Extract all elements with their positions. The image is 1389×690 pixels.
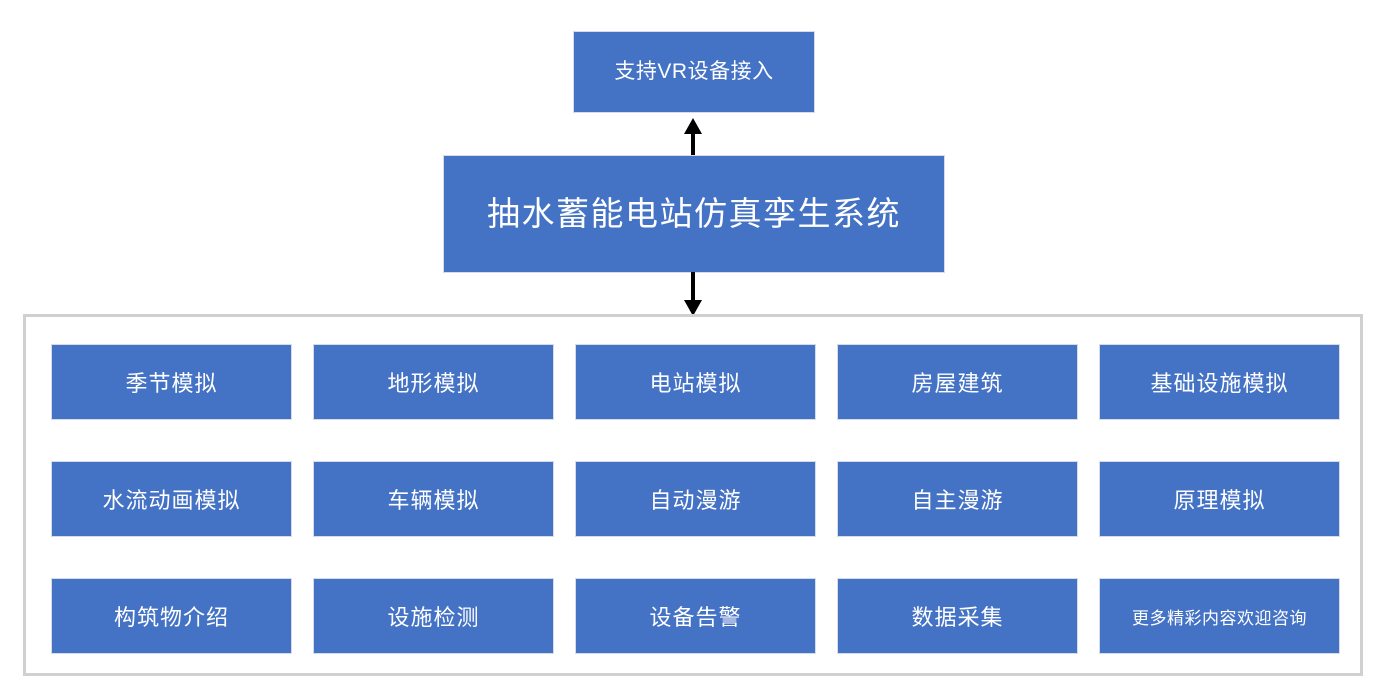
module-cell[interactable]: 房屋建筑	[837, 344, 1078, 420]
system-title-node[interactable]: 抽水蓄能电站仿真孪生系统	[443, 155, 945, 273]
module-cell[interactable]: 原理模拟	[1099, 461, 1340, 537]
module-cell[interactable]: 基础设施模拟	[1099, 344, 1340, 420]
module-cell[interactable]: 构筑物介绍	[51, 578, 292, 654]
vr-support-node[interactable]: 支持VR设备接入	[573, 31, 815, 113]
module-cell[interactable]: 数据采集	[837, 578, 1078, 654]
module-cell[interactable]: 车辆模拟	[313, 461, 554, 537]
arrow-up-icon	[681, 118, 705, 158]
module-cell[interactable]: 地形模拟	[313, 344, 554, 420]
module-cell[interactable]: 自主漫游	[837, 461, 1078, 537]
module-cell[interactable]: 设施检测	[313, 578, 554, 654]
module-cell[interactable]: 设备告警	[575, 578, 816, 654]
module-cell[interactable]: 电站模拟	[575, 344, 816, 420]
arrow-down-icon	[681, 272, 705, 316]
module-cell[interactable]: 季节模拟	[51, 344, 292, 420]
module-cell[interactable]: 更多精彩内容欢迎咨询	[1099, 578, 1340, 654]
module-cell[interactable]: 水流动画模拟	[51, 461, 292, 537]
modules-grid: 季节模拟地形模拟电站模拟房屋建筑基础设施模拟水流动画模拟车辆模拟自动漫游自主漫游…	[51, 344, 1341, 655]
module-cell[interactable]: 自动漫游	[575, 461, 816, 537]
modules-container: 季节模拟地形模拟电站模拟房屋建筑基础设施模拟水流动画模拟车辆模拟自动漫游自主漫游…	[23, 314, 1363, 676]
